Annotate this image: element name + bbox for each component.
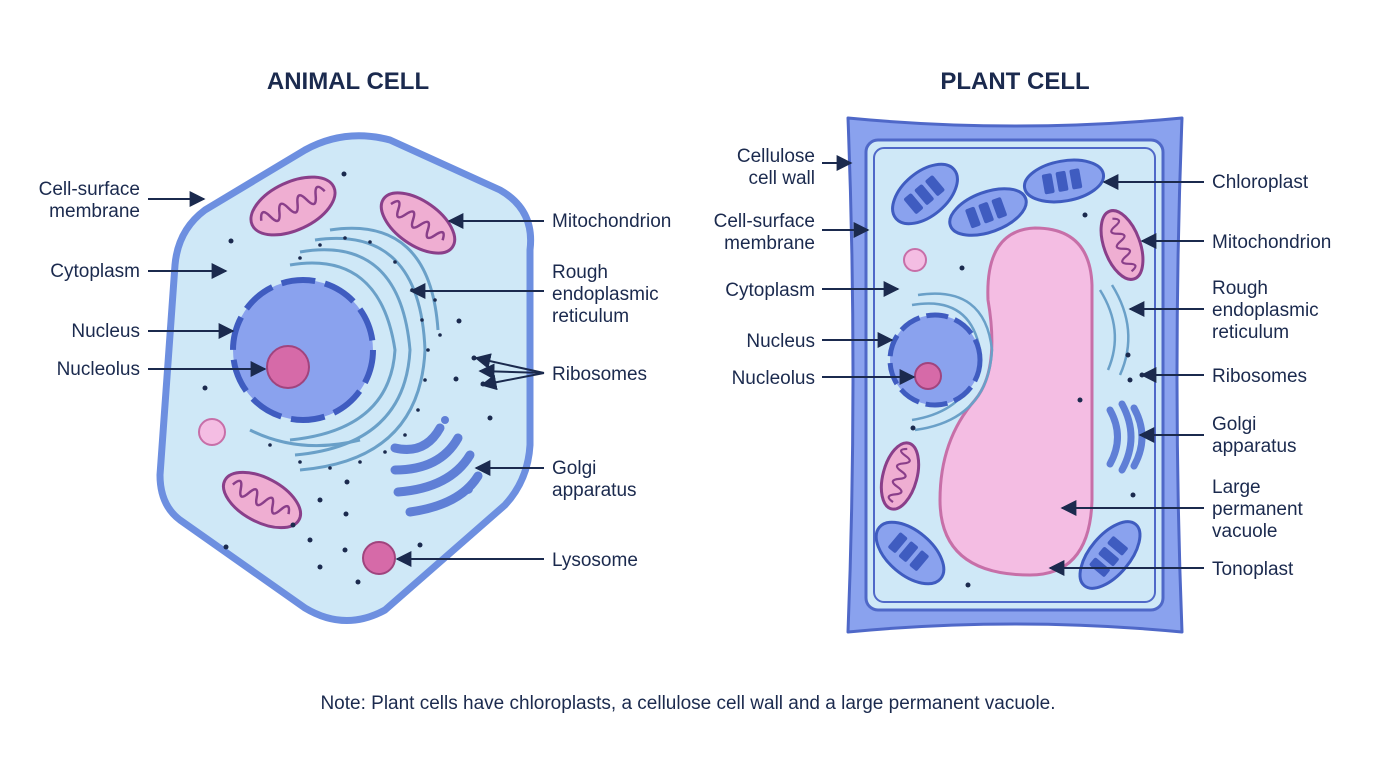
label-animal-lysosome: Lysosome: [552, 550, 638, 571]
animal-mitochondrion-right: [379, 191, 457, 255]
animal-lysosome: [362, 541, 396, 575]
label-plant-nucleus: Nucleus: [746, 331, 815, 352]
plant-cell-title: PLANT CELL: [940, 68, 1089, 95]
animal-rough-er: [249, 226, 440, 472]
animal-free-ribosomes: [202, 171, 493, 585]
animal-cell-title: ANIMAL CELL: [267, 68, 429, 95]
label-animal-ribosomes: Ribosomes: [552, 364, 647, 385]
plant-chloroplast: [874, 520, 946, 586]
animal-nuclear-envelope: [230, 277, 376, 423]
animal-vesicle: [198, 418, 226, 446]
arrows-animal-ribosomes: [474, 353, 545, 391]
label-animal-nucleolus: Nucleolus: [57, 359, 140, 380]
label-plant-nucleolus: Nucleolus: [732, 368, 815, 389]
golgi-vesicle: [463, 484, 473, 494]
label-animal-cytoplasm: Cytoplasm: [50, 261, 140, 282]
label-plant-chloroplast: Chloroplast: [1212, 172, 1309, 193]
label-animal-mitochondrion: Mitochondrion: [552, 211, 671, 232]
animal-golgi-apparatus: [390, 423, 483, 517]
plant-chloroplast: [1022, 158, 1106, 204]
plant-chloroplast: [948, 187, 1028, 237]
plant-mitochondrion: [879, 441, 921, 511]
label-animal-nucleus: Nucleus: [71, 321, 140, 342]
plant-chloroplast: [891, 162, 959, 226]
label-plant-tonoplast: Tonoplast: [1212, 559, 1294, 580]
plant-nuclear-envelope: [887, 312, 983, 408]
plant-nucleolus: [914, 362, 942, 390]
label-plant-cytoplasm: Cytoplasm: [725, 280, 815, 301]
plant-large-vacuole: [938, 226, 1094, 577]
plant-cell: [846, 116, 1184, 634]
animal-mitochondrion-bottom: [222, 470, 302, 530]
animal-nucleus: [233, 280, 373, 420]
golgi-vesicle: [441, 416, 449, 424]
footnote: Note: Plant cells have chloroplasts, a c…: [320, 693, 1055, 714]
animal-cell: [156, 132, 535, 624]
label-plant-ribosomes: Ribosomes: [1212, 366, 1307, 387]
plant-mitochondrion: [1099, 209, 1145, 281]
animal-mitochondrion-top: [249, 175, 337, 237]
animal-nucleolus: [266, 345, 310, 389]
plant-vesicle: [903, 248, 927, 272]
label-plant-mitochondrion: Mitochondrion: [1212, 232, 1331, 253]
